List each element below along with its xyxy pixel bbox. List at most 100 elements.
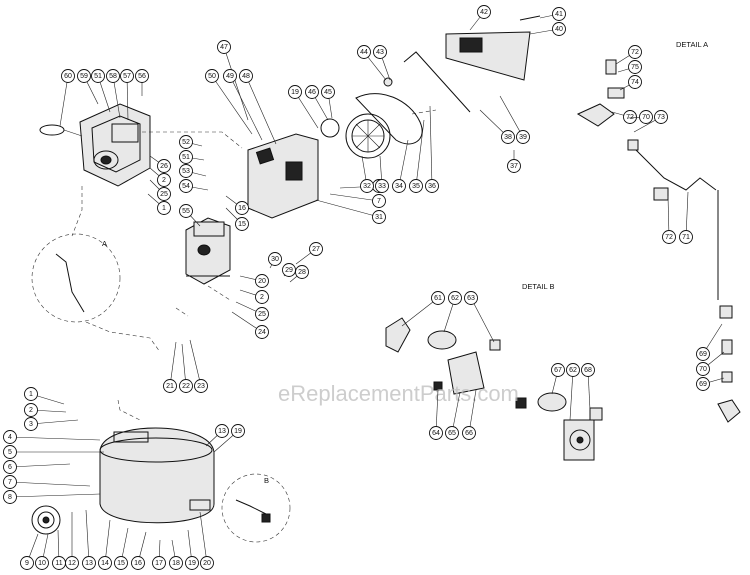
callout-number: 40 bbox=[555, 26, 563, 33]
callout-56: 56 bbox=[135, 69, 149, 96]
callout-1: 1 bbox=[147, 193, 171, 215]
callout-number: 74 bbox=[631, 79, 639, 86]
callout-72: 72 bbox=[611, 110, 637, 124]
callout-bubble bbox=[91, 69, 105, 83]
callout-number: 68 bbox=[584, 367, 592, 374]
callout-leader bbox=[470, 297, 495, 343]
callout-bubble bbox=[152, 556, 166, 570]
callout-number: 29 bbox=[285, 267, 293, 274]
callout-42: 42 bbox=[469, 5, 491, 31]
callout-number: 39 bbox=[519, 134, 527, 141]
callout-leader bbox=[85, 509, 90, 564]
callout-number: 3 bbox=[29, 421, 33, 428]
belt-guard-front bbox=[403, 15, 541, 113]
callout-12: 12 bbox=[65, 512, 79, 570]
callout-number: 13 bbox=[218, 428, 226, 435]
callout-bubble bbox=[24, 417, 38, 431]
callout-35: 35 bbox=[409, 119, 425, 193]
callout-13: 13 bbox=[82, 509, 96, 570]
callout-leader bbox=[569, 369, 574, 421]
callout-17: 17 bbox=[152, 539, 166, 570]
callout-number: 15 bbox=[238, 221, 246, 228]
callout-number: 63 bbox=[467, 295, 475, 302]
callout-leader bbox=[451, 391, 461, 434]
callout-leader bbox=[499, 95, 524, 138]
callout-number: 27 bbox=[312, 246, 320, 253]
callout-2: 2 bbox=[24, 403, 67, 417]
callout-number: 43 bbox=[376, 49, 384, 56]
callout-68: 68 bbox=[581, 363, 595, 411]
callout-18: 18 bbox=[169, 539, 183, 570]
callout-number: 9 bbox=[25, 560, 29, 567]
callout-leader bbox=[9, 481, 91, 487]
callout-number: 2 bbox=[29, 407, 33, 414]
callout-number: 71 bbox=[682, 234, 690, 241]
callout-leader bbox=[398, 139, 409, 187]
callout-19: 19 bbox=[288, 85, 319, 129]
callout-number: 14 bbox=[101, 560, 109, 567]
callout-bubble bbox=[235, 201, 249, 215]
callout-bubble bbox=[157, 187, 171, 201]
flywheel-and-belt bbox=[320, 77, 423, 159]
callout-number: 72 bbox=[665, 234, 673, 241]
callout-number: 33 bbox=[378, 183, 386, 190]
callout-leader bbox=[315, 199, 380, 218]
callout-number: 67 bbox=[554, 367, 562, 374]
callout-leader bbox=[223, 46, 249, 121]
assembly-guide-lines bbox=[71, 109, 437, 421]
callout-number: 64 bbox=[432, 430, 440, 437]
callout-bubble bbox=[24, 403, 38, 417]
callout-leader bbox=[685, 191, 689, 238]
callout-leader bbox=[199, 511, 208, 564]
callout-51: 51 bbox=[91, 69, 111, 113]
callout-bubble bbox=[179, 179, 193, 193]
callout-bubble bbox=[205, 69, 219, 83]
callout-number: 51 bbox=[94, 73, 102, 80]
callout-61: 61 bbox=[401, 291, 445, 327]
callout-leader bbox=[126, 75, 129, 121]
callout-bubble bbox=[288, 85, 302, 99]
callout-bubble bbox=[425, 179, 439, 193]
callout-number: 24 bbox=[258, 329, 266, 336]
callout-bubble bbox=[163, 379, 177, 393]
callout-bubble bbox=[507, 159, 521, 173]
callout-leader bbox=[169, 341, 177, 387]
callout-13: 13 bbox=[205, 424, 229, 447]
callout-number: 41 bbox=[555, 11, 563, 18]
callout-number: 59 bbox=[80, 73, 88, 80]
callout-38: 38 bbox=[479, 109, 515, 144]
callout-number: 20 bbox=[203, 560, 211, 567]
callout-number: 70 bbox=[642, 114, 650, 121]
callout-bubble bbox=[3, 475, 17, 489]
callout-bubble bbox=[566, 363, 580, 377]
callout-number: 51 bbox=[182, 154, 190, 161]
callout-bubble bbox=[3, 430, 17, 444]
callout-leader bbox=[229, 75, 263, 141]
callout-number: 18 bbox=[172, 560, 180, 567]
callout-bubble bbox=[448, 291, 462, 305]
callout-48: 48 bbox=[239, 69, 277, 145]
callout-bubble bbox=[20, 556, 34, 570]
callout-44: 44 bbox=[357, 45, 387, 81]
callout-14: 14 bbox=[98, 519, 112, 570]
callout-21: 21 bbox=[163, 341, 177, 393]
callout-bubble bbox=[392, 179, 406, 193]
callout-72: 72 bbox=[615, 45, 642, 65]
callout-number: 45 bbox=[324, 89, 332, 96]
callout-bubble bbox=[215, 424, 229, 438]
callout-number: 46 bbox=[308, 89, 316, 96]
callout-number: 52 bbox=[182, 139, 190, 146]
callout-bubble bbox=[179, 204, 193, 218]
callout-bubble bbox=[662, 230, 676, 244]
callout-72: 72 bbox=[662, 195, 676, 244]
callout-28: 28 bbox=[289, 265, 309, 283]
callout-leader bbox=[245, 75, 277, 145]
callout-bubble bbox=[61, 69, 75, 83]
callout-41: 41 bbox=[539, 7, 566, 21]
callout-number: 50 bbox=[208, 73, 216, 80]
callout-bubble bbox=[255, 290, 269, 304]
callout-52: 52 bbox=[179, 135, 203, 149]
callout-69: 69 bbox=[696, 377, 725, 391]
callout-47: 47 bbox=[217, 40, 249, 121]
